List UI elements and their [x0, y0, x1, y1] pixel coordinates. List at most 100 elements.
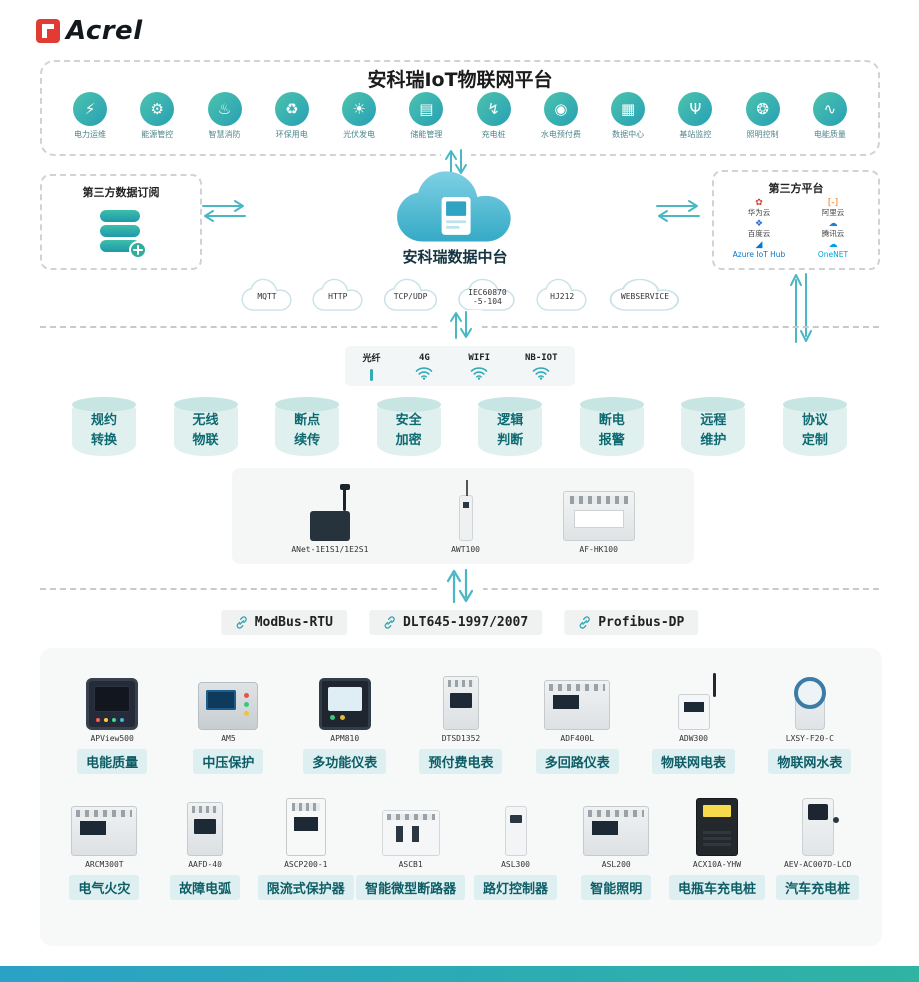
- pv-generation-icon: ☀: [342, 92, 377, 126]
- energy-storage-icon: ▤: [409, 92, 444, 126]
- app-prepaid: ◉ 水电预付费: [529, 92, 593, 140]
- device-category-chip: 电瓶车充电桩: [668, 875, 765, 900]
- database-plus-icon: [100, 210, 147, 259]
- gateway-awt100: AWT100: [451, 479, 480, 554]
- app-smart-fire: ♨智慧消防: [193, 92, 257, 140]
- icon-glyph: ∿: [823, 100, 837, 118]
- provider-huawei-cloud: ✿华为云: [747, 198, 771, 217]
- capability-custom-protocol: 协议定制: [782, 397, 847, 456]
- up-down-arrow-icon: [437, 568, 483, 608]
- data-center-icon: ▦: [611, 92, 646, 126]
- device-category-chip: 电气火灾: [69, 875, 140, 900]
- azure-icon: ◢: [755, 240, 763, 251]
- icon-glyph: ☀: [352, 100, 366, 118]
- app-label: 照明控制: [746, 130, 779, 139]
- app-label: 光伏发电: [343, 130, 376, 139]
- provider-azure-iot-hub: ◢Azure IoT Hub: [732, 240, 786, 260]
- icon-glyph: ▦: [621, 100, 636, 118]
- brand-name: Acrel: [66, 16, 143, 46]
- provider-tencent-cloud: ☁腾讯云: [821, 219, 845, 239]
- app-label: 水电预付费: [540, 130, 581, 139]
- icon-glyph: Ψ: [689, 100, 702, 118]
- third-party-subscription-box: 第三方数据订阅: [40, 174, 202, 270]
- app-charging-pile: ↯充电桩: [462, 92, 526, 140]
- power-quality-icon: ∿: [812, 92, 847, 126]
- cloud-server-icon: [397, 171, 511, 242]
- wifi-icon: [468, 365, 490, 380]
- app-label: 数据中心: [612, 130, 645, 139]
- cloud-outline-icon: [312, 278, 363, 311]
- protocol-cloud-hj212: HJ212: [531, 278, 593, 312]
- fiber-icon: [362, 366, 380, 381]
- gateway-model: ANet-1E1S1/1E2S1: [291, 545, 369, 554]
- app-data-center: ▦ 数据中心: [596, 92, 660, 140]
- icon-glyph: ❂: [756, 100, 769, 118]
- device-category-chip: 物联网水表: [768, 749, 852, 774]
- gateway-model: AF-HK100: [579, 545, 618, 554]
- protocol-chip-modbus: ModBus-RTU: [220, 610, 347, 635]
- link-icon: [579, 616, 590, 629]
- app-eco-power: ♻ 环保用电: [260, 92, 324, 140]
- device-category-chip: 汽车充电桩: [776, 875, 860, 900]
- onenet-icon: ☁: [828, 240, 838, 251]
- link-icon: [384, 616, 395, 629]
- gateway-af-hk100: AF-HK100: [562, 479, 635, 554]
- app-label: 基站监控: [679, 130, 712, 139]
- device-image: [187, 802, 224, 856]
- link-icon: [236, 616, 247, 629]
- huawei-cloud-icon: ✿: [755, 198, 763, 208]
- device-category-chip: 故障电弧: [170, 875, 241, 900]
- capability-resume-transfer: 断点续传: [275, 397, 340, 456]
- app-base-station: Ψ 基站监控: [663, 92, 727, 140]
- device-image: [381, 810, 440, 856]
- app-storage: ▤ 储能管理: [394, 92, 458, 140]
- left-right-arrow-icon: [200, 198, 248, 228]
- protocol-cloud-iec60870: IEC60870-5-104: [452, 278, 522, 312]
- protocol-cloud-webservice: WEBSERVICE: [602, 278, 688, 312]
- device-image: [504, 806, 527, 856]
- device-image: [442, 676, 479, 730]
- device-image: [318, 678, 371, 730]
- gateway-anet: ANet-1E1S1/1E2S1: [291, 479, 368, 554]
- app-lighting: ❂ 照明控制: [731, 92, 795, 140]
- platform-title: 安科瑞IoT物联网平台: [367, 69, 553, 91]
- gateway-device-image: [458, 480, 473, 541]
- gateway-box: ANet-1E1S1/1E2S1 AWT100 AF-HK100: [232, 468, 694, 564]
- device-category-chip: 限流式保护器: [257, 875, 354, 900]
- app-label: 储能管理: [410, 130, 443, 139]
- provider-aliyun: [-]阿里云: [821, 198, 845, 217]
- device-image: [285, 798, 326, 856]
- app-power-quality: ∿电能质量: [798, 92, 862, 140]
- cloud-outline-icon: [241, 278, 292, 311]
- device-category-chip: 物联网电表: [652, 749, 736, 774]
- wifi-icon: [525, 365, 558, 380]
- conn-wifi: WIFI: [468, 353, 490, 380]
- field-protocols-row: ModBus-RTU DLT645-1997/2007 Profibus-DP: [220, 610, 699, 635]
- icon-glyph: ◉: [554, 100, 568, 118]
- prepaid-icon: ◉: [543, 92, 578, 126]
- protocol-chip-dlt645: DLT645-1997/2007: [368, 610, 543, 635]
- protocol-cloud-mqtt: MQTT: [236, 278, 298, 312]
- app-pv: ☀ 光伏发电: [327, 92, 391, 140]
- up-down-arrow-icon: [440, 310, 482, 344]
- subscription-title: 第三方数据订阅: [82, 186, 160, 199]
- cloud-outline-icon: [536, 278, 587, 311]
- icon-glyph: ▤: [419, 100, 434, 118]
- eco-power-icon: ♻: [274, 92, 309, 126]
- aliyun-icon: [-]: [827, 198, 839, 208]
- capability-protocol-conversion: 规约转换: [72, 397, 136, 456]
- data-hub-cloud: 安科瑞数据中台: [380, 168, 530, 266]
- provider-grid: ✿华为云 [-]阿里云 ❖百度云 ☁腾讯云 ◢Azure IoT Hub ☁On…: [714, 196, 878, 259]
- app-label: 环保用电: [275, 130, 308, 139]
- iot-platform-box: 安科瑞IoT物联网平台 ⚡电力运维 ⚙能源管控 ♨智慧消防 ♻环保用电 ☀光伏发…: [40, 60, 880, 156]
- third-party-title: 第三方平台: [768, 182, 824, 195]
